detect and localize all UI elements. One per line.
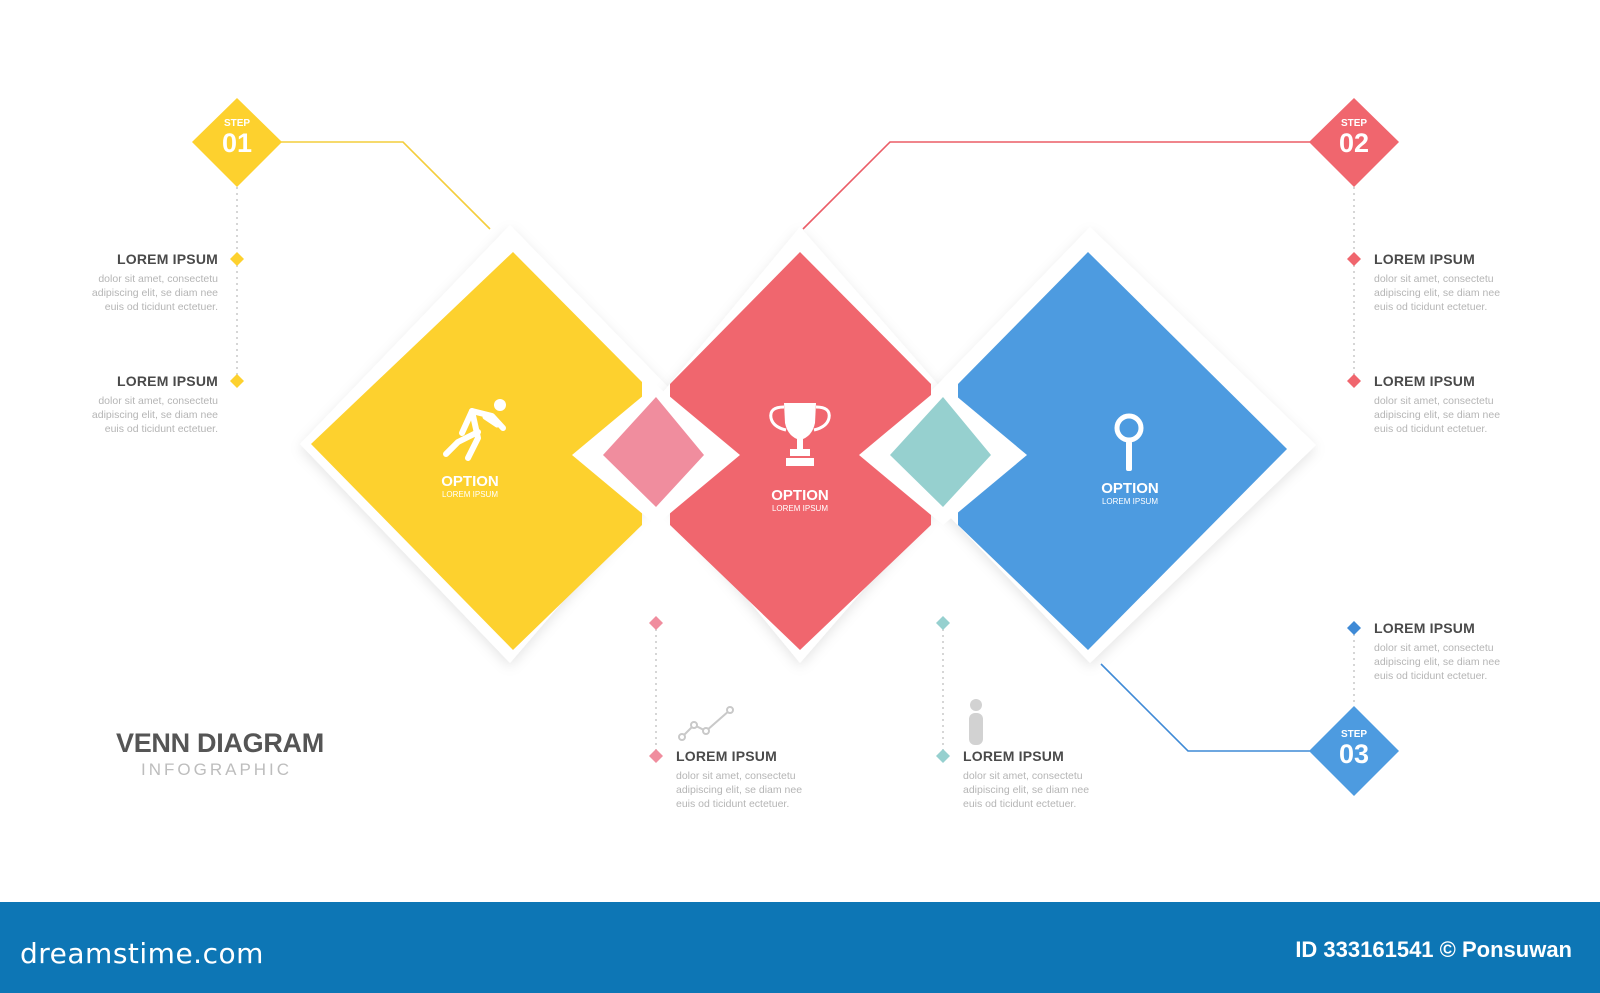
item-5-desc: dolor sit amet, consectetu adipiscing el… <box>1374 642 1501 682</box>
item-3-desc: dolor sit amet, consectetu adipiscing el… <box>1374 273 1501 313</box>
step-03-line <box>1100 663 1312 752</box>
option-1-subtitle: LOREM IPSUM <box>441 490 498 499</box>
yellow-diamond <box>311 252 642 650</box>
item-6-desc: dolor sit amet, consectetu adipiscing el… <box>676 770 803 810</box>
runner-icon <box>443 399 506 461</box>
bullet-teal-top <box>936 616 950 630</box>
person-icon <box>969 699 983 745</box>
option-2-subtitle: LOREM IPSUM <box>771 504 828 513</box>
step-01-line <box>276 141 491 230</box>
option-1-label: OPTION LOREM IPSUM <box>420 474 520 500</box>
step-02-line <box>802 141 1312 230</box>
item-7-desc: dolor sit amet, consectetu adipiscing el… <box>963 770 1090 810</box>
diagram-title: VENN DIAGRAM <box>116 728 324 758</box>
option-3-subtitle: LOREM IPSUM <box>1101 497 1158 506</box>
step-02-word: STEP <box>1340 118 1368 129</box>
item-3-title: LOREM IPSUM <box>1374 251 1475 267</box>
teal-overlap-diamond <box>890 397 991 507</box>
pink-overlap-diamond <box>603 397 704 507</box>
step-03-badge <box>1309 706 1399 796</box>
bullet-teal-bottom <box>936 749 950 763</box>
item-4-title: LOREM IPSUM <box>1374 373 1475 389</box>
bullet-pink-bottom <box>649 749 663 763</box>
item-6-title: LOREM IPSUM <box>676 748 777 764</box>
connector-lines <box>236 141 1355 752</box>
step-02-badge <box>1309 98 1399 187</box>
step-03-number: 03 <box>1338 739 1370 769</box>
item-4-desc: dolor sit amet, consectetu adipiscing el… <box>1374 395 1501 435</box>
step-01-word: STEP <box>223 118 251 129</box>
watermark-footer: dreamstime.com ID 333161541 © Ponsuwan <box>0 902 1600 993</box>
bullet-red-2 <box>1347 374 1361 388</box>
step-02-number: 02 <box>1338 128 1370 158</box>
magnifier-icon <box>1114 413 1144 471</box>
step-03-word: STEP <box>1340 729 1368 740</box>
bullet-pink-top <box>649 616 663 630</box>
item-2-title: LOREM IPSUM <box>117 373 218 389</box>
bullet-markers <box>230 252 1361 763</box>
step-02-label: STEP 02 <box>1329 118 1379 158</box>
bullet-blue-1 <box>1347 621 1361 635</box>
blue-diamond <box>958 252 1287 650</box>
step-01-number: 01 <box>221 128 253 158</box>
line-chart-icon <box>678 706 734 741</box>
footer-logo: dreamstime.com <box>20 937 264 970</box>
item-1-desc: dolor sit amet, consectetu adipiscing el… <box>91 273 218 313</box>
option-2-title: OPTION <box>771 487 829 504</box>
diagram-subtitle: INFOGRAPHIC <box>141 760 293 779</box>
bullet-red-1 <box>1347 252 1361 266</box>
footer-image-id: ID 333161541 © Ponsuwan <box>1295 937 1572 962</box>
option-1-title: OPTION <box>441 473 499 490</box>
bullet-yellow-2 <box>230 374 244 388</box>
item-7-title: LOREM IPSUM <box>963 748 1064 764</box>
trophy-icon <box>769 403 831 466</box>
option-3-title: OPTION <box>1101 480 1159 497</box>
option-2-label: OPTION LOREM IPSUM <box>750 488 850 514</box>
item-5-title: LOREM IPSUM <box>1374 620 1475 636</box>
step-01-label: STEP 01 <box>212 118 262 158</box>
item-1-title: LOREM IPSUM <box>117 251 218 267</box>
bullet-yellow-1 <box>230 252 244 266</box>
step-03-label: STEP 03 <box>1329 729 1379 769</box>
item-2-desc: dolor sit amet, consectetu adipiscing el… <box>91 395 218 435</box>
option-3-label: OPTION LOREM IPSUM <box>1080 481 1180 507</box>
step-01-badge <box>192 98 282 187</box>
